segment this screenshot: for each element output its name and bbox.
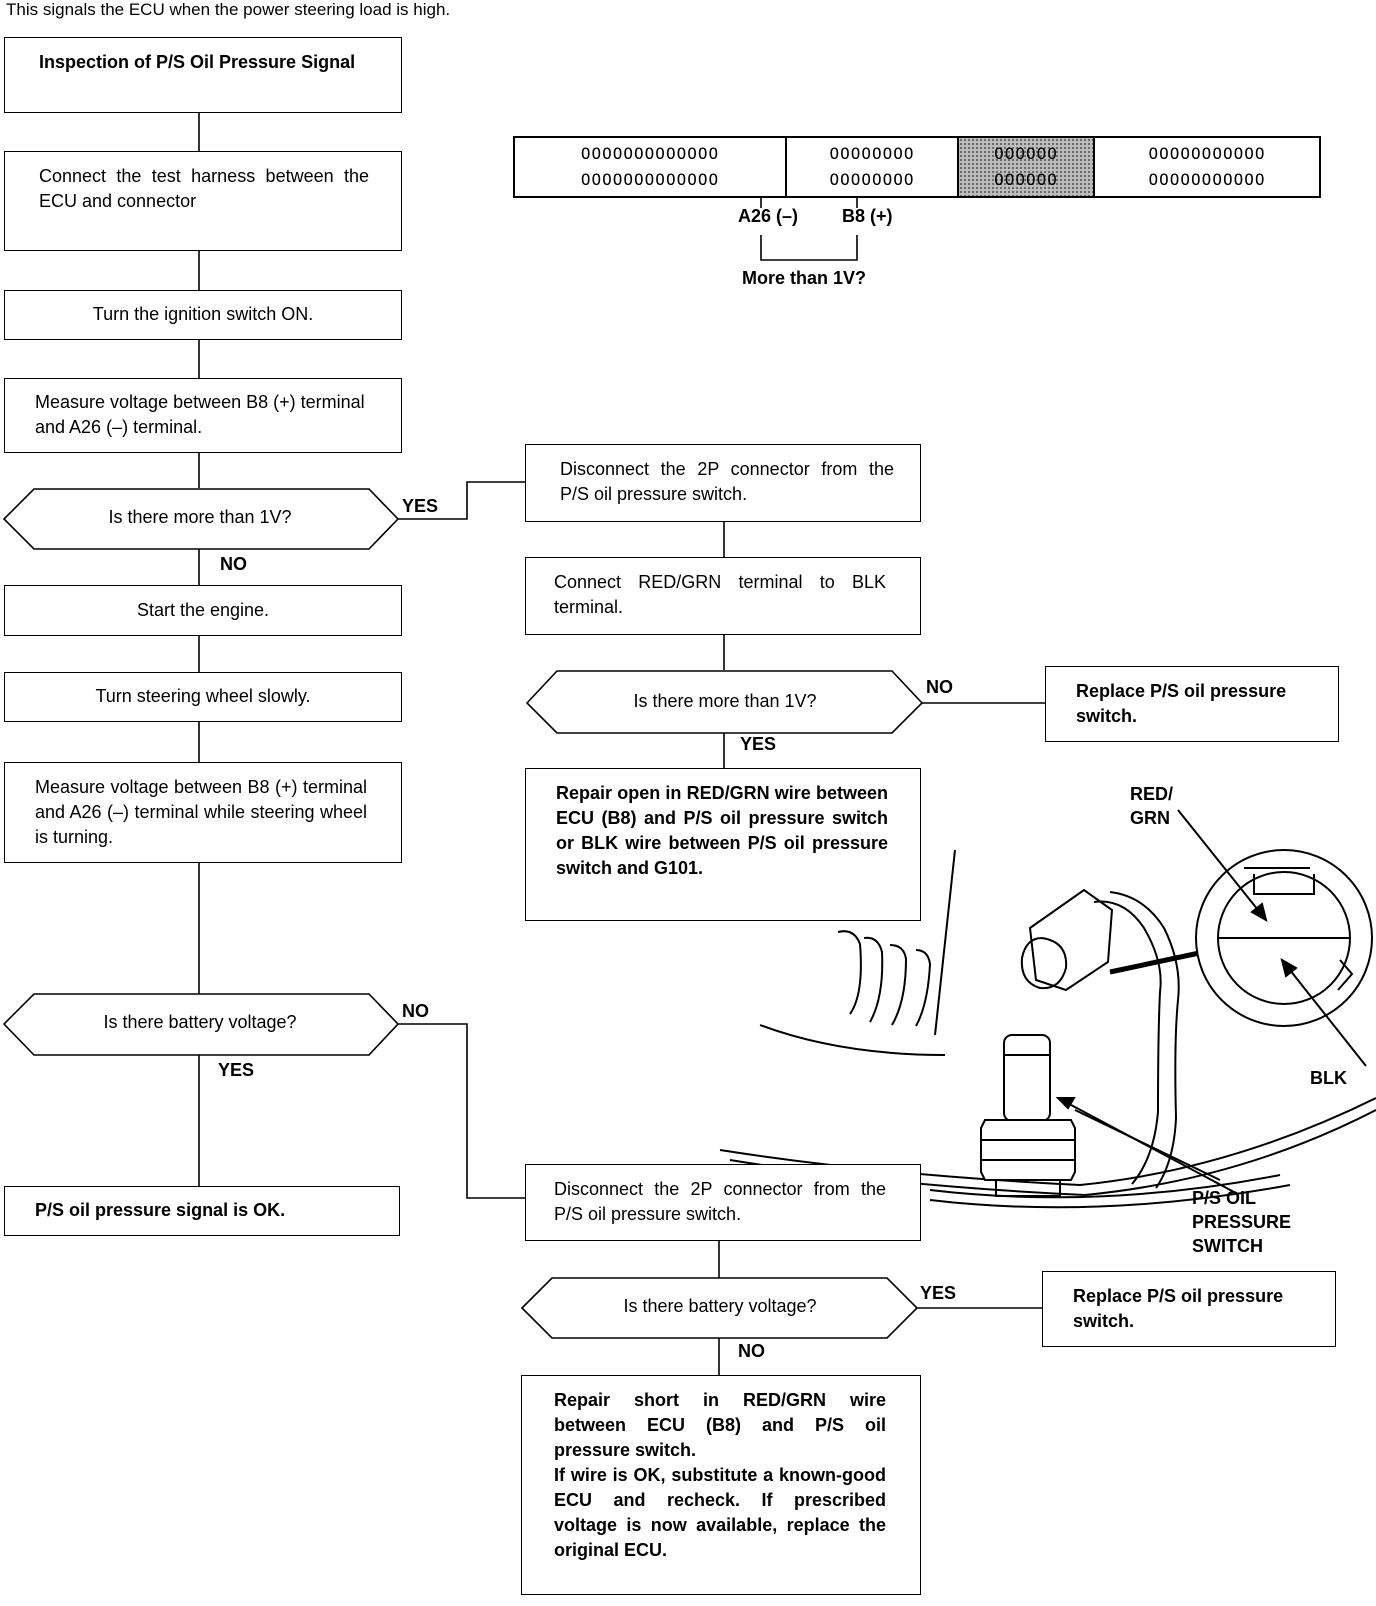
ignition-on-box: Turn the ignition switch ON.: [4, 290, 402, 340]
decision-4-yes: YES: [920, 1283, 957, 1303]
measure-while-turning-box: Measure voltage between B8 (+) terminal …: [4, 762, 402, 863]
connector-section-shaded: OOOOOO OOOOOO: [959, 138, 1095, 196]
pin-row: OOOOOO: [994, 169, 1058, 189]
pin-row: OOOOOOOO: [829, 169, 915, 189]
decision-2-yes: YES: [218, 1060, 255, 1080]
decision-4-no: NO: [738, 1341, 765, 1361]
red-grn-label: RED/ GRN: [1130, 784, 1174, 828]
disconnect-connector-box-1: Disconnect the 2P connector from the P/S…: [525, 444, 921, 522]
repair-short-box: Repair short in RED/GRN wire between ECU…: [521, 1375, 921, 1595]
pin-row: OOOOOOOOOOO: [1148, 144, 1266, 164]
intro-text: This signals the ECU when the power stee…: [6, 0, 451, 19]
disconnect-connector-box-2: Disconnect the 2P connector from the P/S…: [525, 1164, 921, 1241]
start-engine-box: Start the engine.: [4, 585, 402, 636]
decision-diamond-3: [525, 670, 924, 734]
decision-2-no: NO: [402, 1001, 429, 1021]
connector-section-b: OOOOOOOO OOOOOOOO: [787, 138, 959, 196]
pin-row: OOOOOOOOOOOOO: [580, 169, 720, 189]
decision-diamond-2: [2, 993, 400, 1056]
decision-diamond-4: [520, 1277, 919, 1339]
pin-row: OOOOOOOOOOO: [1148, 169, 1266, 189]
decision-1-no: NO: [220, 554, 247, 574]
pressure-switch-illustration: [719, 849, 1376, 1209]
decision-3-yes: YES: [740, 734, 777, 754]
replace-switch-box-2: Replace P/S oil pressure switch.: [1042, 1271, 1336, 1347]
decision-1-text: Is there more than 1V?: [108, 507, 292, 527]
pin-b8-label: B8 (+): [842, 206, 893, 226]
decision-3-no: NO: [926, 677, 953, 697]
connect-red-grn-box: Connect RED/GRN terminal to BLK terminal…: [525, 557, 921, 635]
connector-question: More than 1V?: [742, 268, 867, 288]
decision-1-yes: YES: [402, 496, 439, 516]
decision-diamond-1: [2, 488, 400, 550]
blk-label: BLK: [1310, 1068, 1347, 1088]
pin-a26-label: A26 (–): [738, 206, 799, 226]
pin-row: OOOOOOOOOOOOO: [580, 144, 720, 164]
decision-2-text: Is there battery voltage?: [103, 1012, 297, 1032]
measure-voltage-box: Measure voltage between B8 (+) terminal …: [4, 378, 402, 453]
connector-section-a: OOOOOOOOOOOOO OOOOOOOOOOOOO: [515, 138, 787, 196]
pressure-switch-label: P/S OIL PRESSURE SWITCH: [1192, 1188, 1292, 1256]
start-box: Inspection of P/S Oil Pressure Signal: [4, 37, 402, 113]
repair-open-box: Repair open in RED/GRN wire between ECU …: [525, 768, 921, 921]
replace-switch-box-1: Replace P/S oil pressure switch.: [1045, 666, 1339, 742]
signal-ok-box: P/S oil pressure signal is OK.: [4, 1186, 400, 1236]
decision-3-text: Is there more than 1V?: [633, 691, 817, 711]
pin-row: OOOOOO: [994, 144, 1058, 164]
pin-row: OOOOOOOO: [829, 144, 915, 164]
connect-harness-box: Connect the test harness between the ECU…: [4, 151, 402, 251]
turn-steering-box: Turn steering wheel slowly.: [4, 672, 402, 722]
connector-section-c: OOOOOOOOOOO OOOOOOOOOOO: [1095, 138, 1319, 196]
ecu-connector: OOOOOOOOOOOOO OOOOOOOOOOOOO OOOOOOOO OOO…: [513, 136, 1321, 198]
decision-4-text: Is there battery voltage?: [623, 1296, 817, 1316]
